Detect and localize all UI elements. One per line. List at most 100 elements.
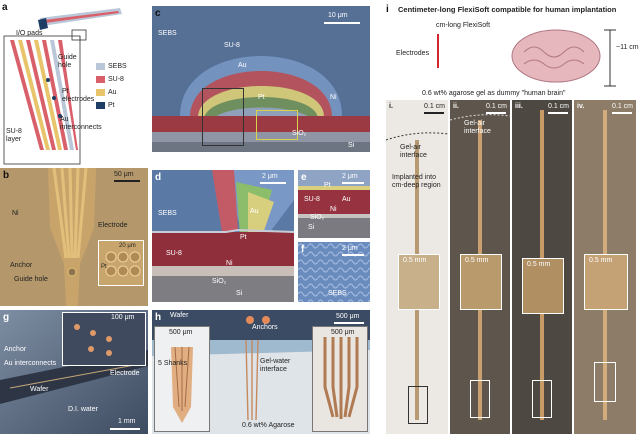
panel-b-inset: 20 μm Pt bbox=[98, 240, 144, 286]
brain-size-label: ~11 cm bbox=[616, 44, 639, 51]
panel-b-scale-label: 50 μm bbox=[114, 171, 134, 178]
io-pads-label: I/O pads bbox=[16, 30, 43, 37]
panel-label-e: e bbox=[301, 172, 307, 183]
subpanel-ii-zoom-box bbox=[470, 380, 490, 418]
subpanel-iv-scale: 0.1 cm bbox=[612, 103, 634, 110]
shanks-label: 5 Shanks bbox=[158, 360, 188, 367]
au-label-e: Au bbox=[342, 196, 351, 203]
panel-i: i Centimeter-long FlexiSoft compatible f… bbox=[384, 2, 639, 434]
panel-g-scale-label: 1 mm bbox=[118, 418, 136, 425]
guide-hole-label-b: Guide hole bbox=[14, 276, 48, 283]
subpanel-iv-scalebar bbox=[612, 112, 632, 114]
au-interconnects-label-g: Au interconnects bbox=[4, 360, 57, 367]
panel-label-i: i bbox=[386, 4, 389, 15]
di-water-label: D.I. water bbox=[68, 406, 98, 413]
inset-electrode-array bbox=[105, 251, 141, 277]
panel-d-scalebar bbox=[260, 182, 286, 184]
panel-h-inset-left: 500 μm bbox=[154, 326, 210, 432]
subpanel-iii-inset-scale: 0.5 mm bbox=[527, 261, 551, 268]
subpanel-iii: iii. 0.1 cm 0.5 mm bbox=[512, 100, 572, 434]
panel-h-scalebar bbox=[334, 322, 364, 324]
ni-label-c: Ni bbox=[330, 94, 337, 101]
guide-hole-label: Guide hole bbox=[58, 54, 77, 69]
gel-water-interface-label: Gel-water interface bbox=[260, 358, 291, 373]
legend-label-su8: SU-8 bbox=[108, 75, 124, 83]
legend-label-pt: Pt bbox=[108, 101, 115, 109]
pt-label-d: Pt bbox=[240, 234, 247, 241]
su8-layer-label: SU-8 layer bbox=[6, 128, 22, 143]
sebs-label-d: SEBS bbox=[158, 210, 177, 217]
panel-h-inset-right-scale: 500 μm bbox=[331, 329, 355, 336]
panel-label-d: d bbox=[155, 172, 162, 183]
subpanel-iii-scalebar bbox=[548, 112, 568, 114]
panel-b: b 50 μm Ni Electrode Anchor Guide hole 2… bbox=[0, 168, 148, 306]
pt-label-b: Pt bbox=[101, 264, 107, 270]
inset-shanks bbox=[74, 324, 112, 356]
panel-f-scale-label: 2 μm bbox=[342, 245, 358, 252]
panel-g: 100 μm g Anchor Au interconnects Electro… bbox=[0, 310, 148, 434]
panel-g-inset: 100 μm bbox=[62, 312, 146, 366]
sio2-label-d: SiO₂ bbox=[212, 278, 227, 285]
panel-d-scale-label: 2 μm bbox=[262, 173, 278, 180]
panel-label-c: c bbox=[155, 8, 161, 19]
anchor-label-g: Anchor bbox=[4, 346, 27, 353]
subpanel-iii-inset: 0.5 mm bbox=[522, 258, 564, 314]
panel-a-schematic bbox=[3, 8, 122, 165]
panel-f: f 2 μm SEBS bbox=[298, 242, 370, 302]
anchor-label: Anchor bbox=[10, 262, 33, 269]
panel-a: a I/O pads Guide hole Pt electrodes Au i… bbox=[0, 0, 150, 168]
pt-label-c: Pt bbox=[258, 94, 265, 101]
su8-label-c: SU-8 bbox=[224, 42, 240, 49]
subpanel-iii-scale: 0.1 cm bbox=[548, 103, 570, 110]
subpanel-i-note: Implanted into cm-deep region bbox=[392, 174, 441, 189]
panel-f-sem bbox=[298, 242, 370, 302]
legend-swatch-su8 bbox=[96, 76, 105, 83]
inset-left-shanks bbox=[171, 346, 193, 423]
sio2-label-c: SiO₂ bbox=[292, 130, 307, 137]
panel-c-sem bbox=[152, 6, 370, 152]
panel-f-scalebar bbox=[342, 254, 364, 256]
legend-swatch-pt bbox=[96, 102, 105, 109]
panel-h: 500 μm 500 μm h 500 μm Wafer Anchors 5 S… bbox=[152, 310, 370, 434]
electrode-label-g: Electrode bbox=[110, 370, 140, 377]
subpanel-iii-zoom-box bbox=[532, 380, 552, 418]
panel-c-scalebar bbox=[324, 22, 360, 24]
panel-b-inset-scale: 20 μm bbox=[119, 243, 136, 249]
panel-h-inset-left-scale: 500 μm bbox=[169, 329, 193, 336]
si-label-d: Si bbox=[236, 290, 243, 297]
subpanel-ii-inset: 0.5 mm bbox=[460, 254, 502, 310]
panel-label-f: f bbox=[301, 244, 305, 255]
gel-description: 0.6 wt% agarose gel as dummy "human brai… bbox=[422, 90, 566, 97]
subpanel-iv-roman: iv. bbox=[577, 103, 585, 110]
legend-item-pt: Pt bbox=[96, 99, 148, 112]
wafer-label-g: Wafer bbox=[30, 386, 49, 393]
si-label-e: Si bbox=[308, 224, 315, 231]
subpanel-ii: ii. 0.1 cm Gel-air interface 0.5 mm bbox=[449, 100, 511, 434]
panel-e: e 2 μm Pt SU-8 Au Ni SiO₂ Si bbox=[298, 170, 370, 238]
subpanel-i-interface: Gel-air interface bbox=[400, 144, 427, 159]
subpanel-iii-roman: iii. bbox=[515, 103, 523, 110]
legend-label-au: Au bbox=[108, 88, 117, 96]
pt-electrodes-label: Pt electrodes bbox=[62, 88, 95, 103]
sio2-label-e: SiO₂ bbox=[310, 214, 325, 221]
inset-right-shanks bbox=[323, 337, 359, 419]
subpanel-iv-zoom-box bbox=[594, 362, 616, 402]
subpanel-iv: iv. 0.1 cm 0.5 mm bbox=[574, 100, 636, 434]
wafer-label-h: Wafer bbox=[170, 312, 189, 319]
legend-swatch-au bbox=[96, 89, 105, 96]
panel-label-h: h bbox=[155, 312, 162, 323]
panel-e-scale-label: 2 μm bbox=[342, 173, 358, 180]
panel-b-scalebar bbox=[114, 180, 140, 182]
subpanel-i-inset: 0.5 mm bbox=[398, 254, 440, 310]
panel-label-g: g bbox=[3, 312, 10, 323]
si-label-c: Si bbox=[348, 142, 355, 149]
subpanel-ii-inset-scale: 0.5 mm bbox=[465, 257, 489, 264]
pt-label-e: Pt bbox=[324, 182, 331, 189]
panel-h-inset-right: 500 μm bbox=[312, 326, 368, 432]
panel-g-scalebar bbox=[110, 428, 140, 430]
legend-item-su8: SU-8 bbox=[96, 73, 148, 86]
subpanel-i-roman: i. bbox=[389, 103, 393, 110]
flexisoft-label: cm-long FlexiSoft bbox=[436, 22, 491, 29]
subpanel-iv-inset: 0.5 mm bbox=[584, 254, 628, 310]
subpanel-i-inset-scale: 0.5 mm bbox=[403, 257, 427, 264]
